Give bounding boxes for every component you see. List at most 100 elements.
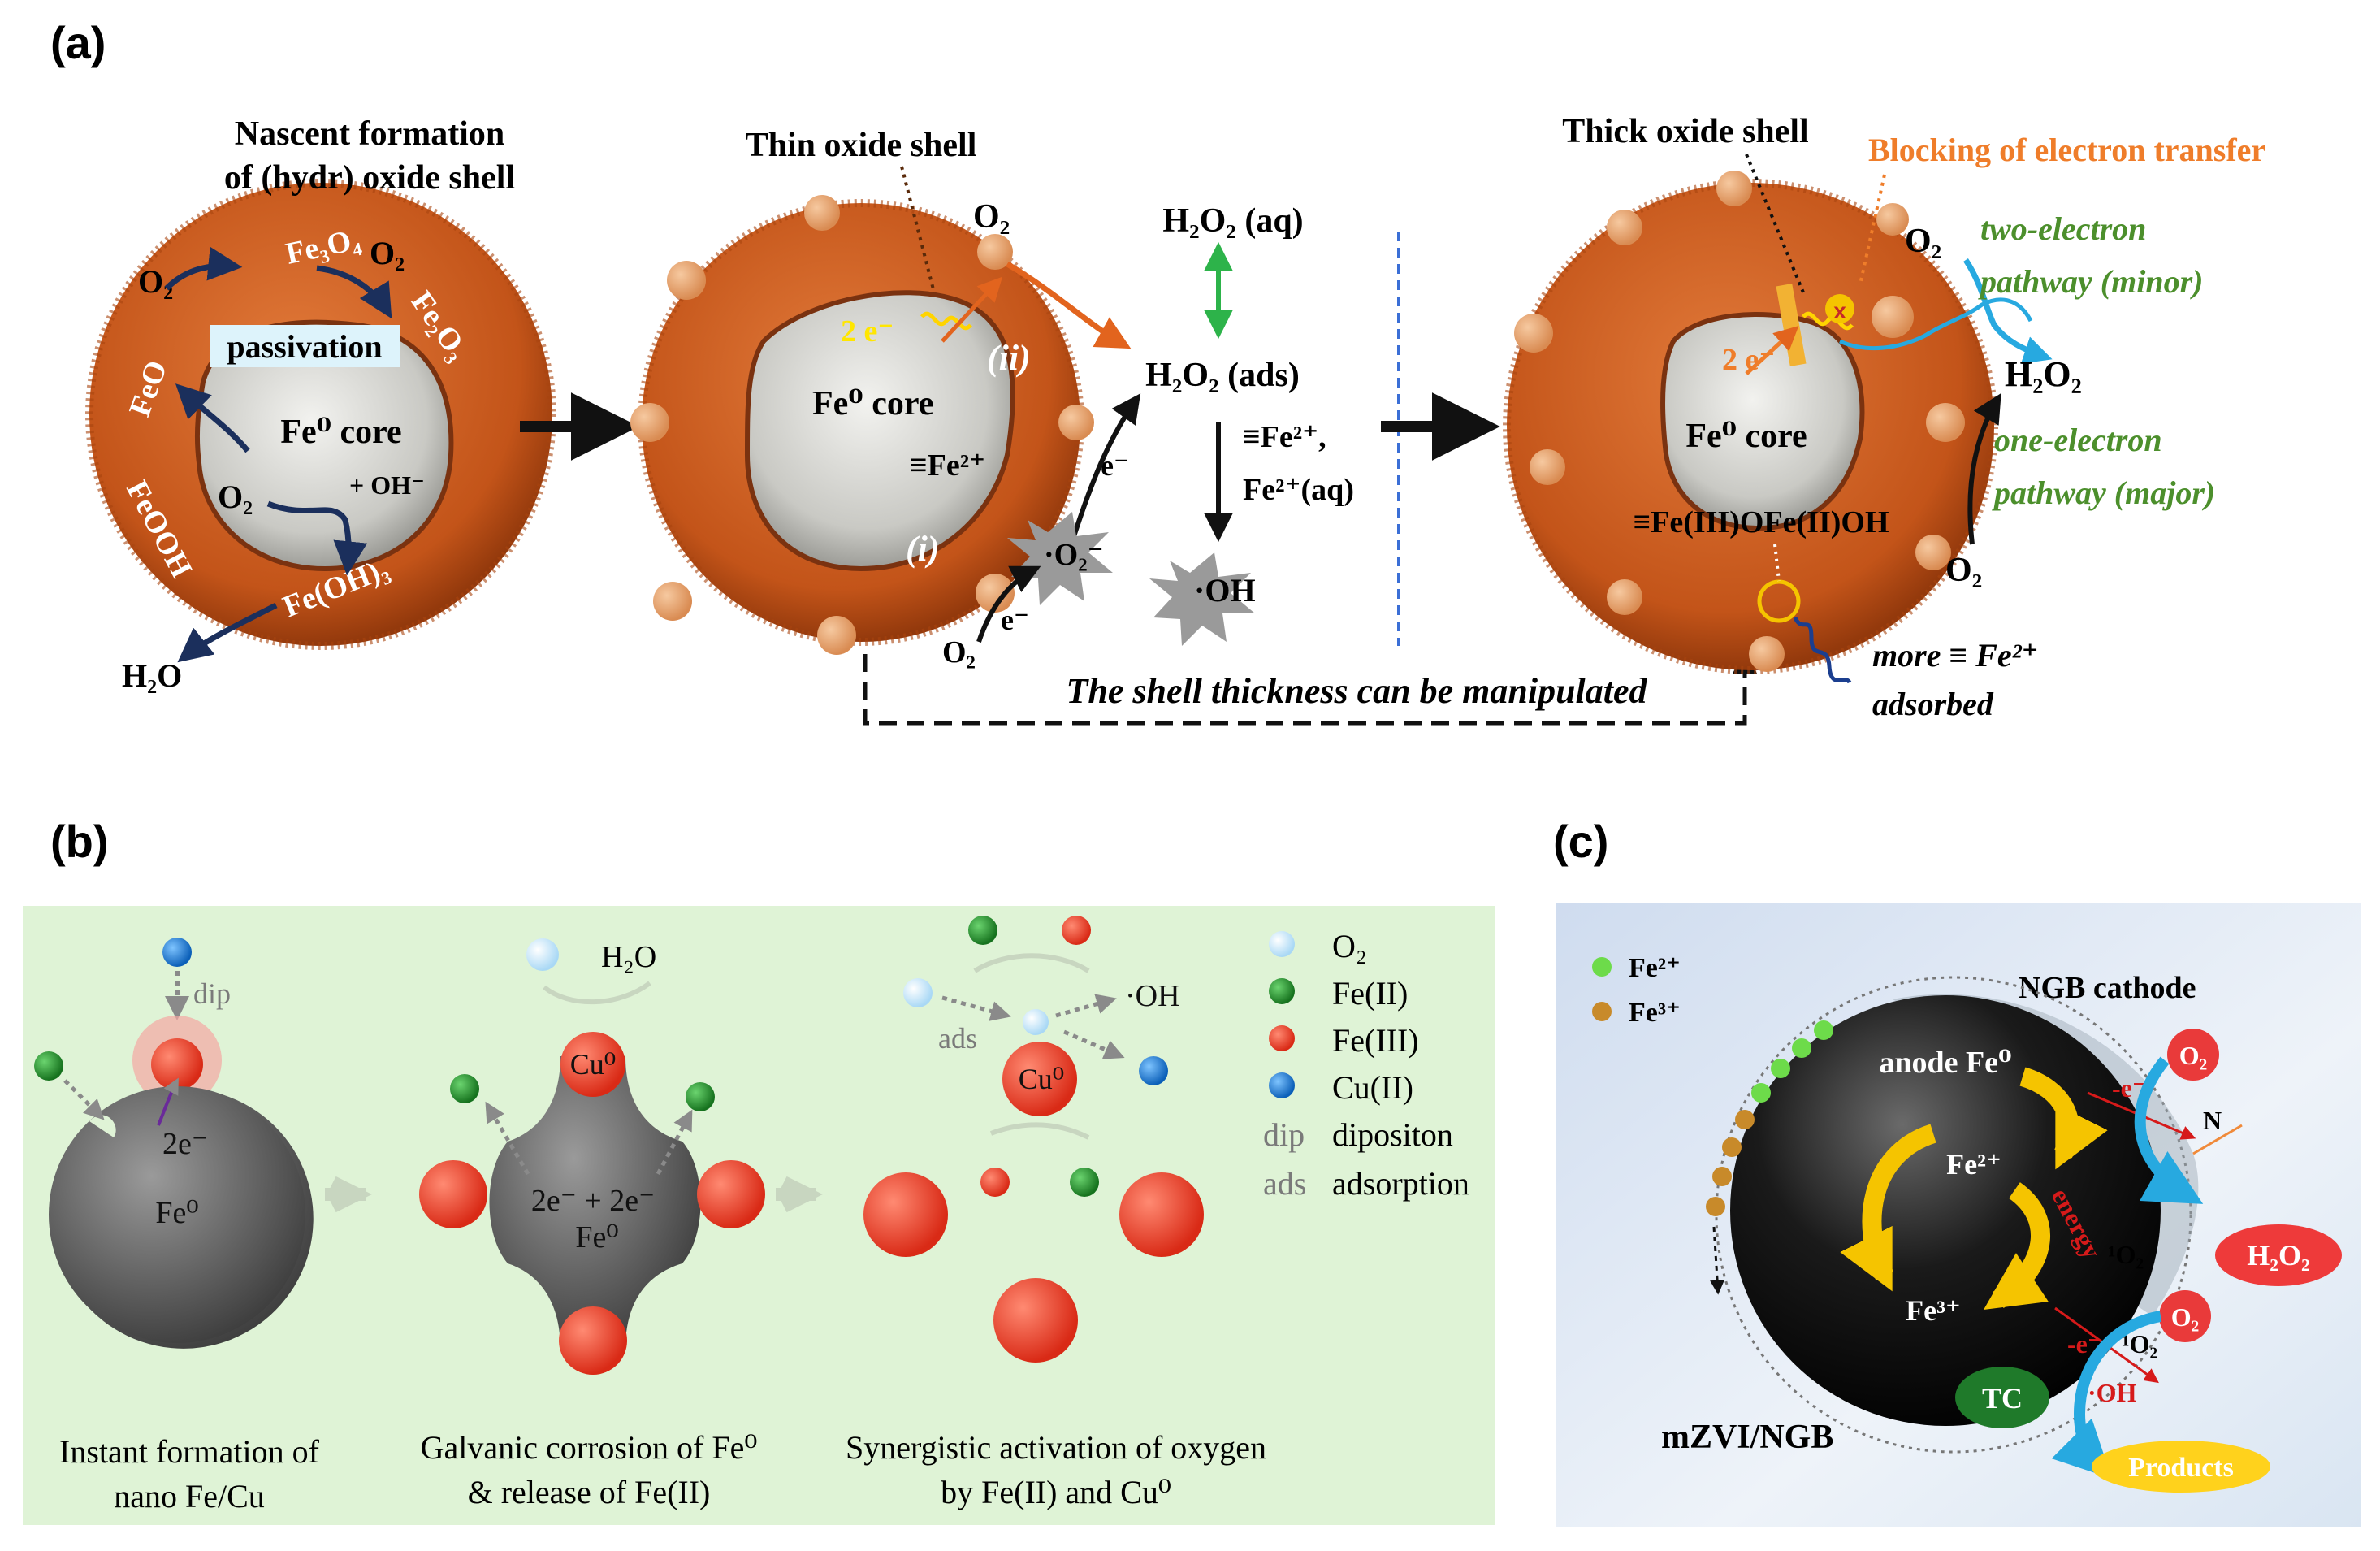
legend-fe3-swatch <box>1269 1025 1295 1051</box>
ngb-outline <box>1715 976 2192 1454</box>
step3-cu-particle <box>1002 1042 1077 1116</box>
step3-fe3-bottom <box>980 1168 1010 1197</box>
superoxide-label: ·O₂⁻ <box>1044 538 1104 572</box>
legend-o2-swatch <box>1269 931 1295 957</box>
ngb-cathode-label: NGB cathode <box>2019 971 2196 1005</box>
n-pointer <box>2192 1124 2243 1155</box>
shell-thickness-caption: The shell thickness can be manipulated <box>1066 671 1647 711</box>
arrow-to-products <box>2051 1311 2162 1479</box>
o2-ball-bottom <box>2159 1290 2211 1342</box>
legend-fe2-dot <box>1592 957 1612 977</box>
o2-inner-label: O₂ <box>218 479 253 515</box>
step3-o2-left <box>903 978 933 1007</box>
arrow-o2-superoxide <box>976 565 1041 643</box>
step1-electron-arrow <box>157 1077 179 1126</box>
step3-o2-adsorbed <box>1023 1009 1049 1035</box>
step1-release-arrow <box>63 1079 105 1120</box>
step3-cu-right <box>1119 1172 1204 1257</box>
fe2-surface-label: ≡Fe²⁺ <box>910 448 985 483</box>
tc-ball <box>1955 1367 2049 1428</box>
mzvi-ngb-label: mZVI/NGB <box>1661 1419 1833 1456</box>
h2o-label: H₂O <box>122 657 182 694</box>
fe0-core-1: Fe⁰ core <box>280 414 401 451</box>
thick-shell-title: Thick oxide shell <box>1562 113 1808 150</box>
step2-o2-dot <box>526 938 559 971</box>
singlet-o2-label: ¹O₂ <box>2108 1240 2144 1269</box>
fe2-aq-label: Fe²⁺(aq) <box>1243 473 1354 507</box>
thick-shell-pointer <box>1745 154 1805 293</box>
legend-fe3-dot <box>1592 1002 1612 1021</box>
fe2-ads-label: ≡Fe²⁺, <box>1243 420 1326 454</box>
thin-shell-pointer <box>900 166 936 293</box>
step3-cu2-dot <box>1139 1056 1168 1085</box>
dashed-feedback-arrow <box>863 649 1757 726</box>
h2o2-aq-label: H₂O₂ (aq) <box>1162 202 1303 240</box>
fe2-dot-3 <box>1771 1059 1790 1078</box>
fe3-dot-1 <box>1735 1110 1755 1129</box>
fe2-dot-4 <box>1751 1083 1771 1103</box>
step1-cu2-dot <box>162 938 192 967</box>
arrow-o2-h2o2-two-e <box>1006 261 1132 349</box>
step3-fe3-top <box>1062 916 1091 945</box>
one-electron-2: pathway (major) <box>1992 474 2215 511</box>
panel-label-c: (c) <box>1553 816 1608 867</box>
arrow-o2-feo <box>164 246 243 291</box>
h2o2-ads-label: H₂O₂ (ads) <box>1145 357 1300 394</box>
step2-cu0-label: Cu⁰ <box>570 1048 616 1081</box>
step2-fe2-right <box>686 1082 715 1111</box>
blocking-pointer <box>1859 174 1886 285</box>
step2-h2o-label: H₂O <box>601 940 656 974</box>
passivation-label: passivation <box>227 328 382 365</box>
legend-ads-key: ads <box>1263 1165 1306 1202</box>
caption-step2-2: & release of Fe(II) <box>468 1474 711 1510</box>
blocking-label: Blocking of electron transfer <box>1868 132 2265 168</box>
step2-cross-particle <box>489 1056 701 1349</box>
caption-step1-2: nano Fe/Cu <box>114 1478 265 1514</box>
arrow-fe2-fe3-right <box>1984 1182 2050 1310</box>
legend-fe3-label-c: Fe³⁺ <box>1629 998 1681 1028</box>
step2-release-left <box>485 1101 530 1176</box>
anode-fe0-label: anode Fe⁰ <box>1879 1046 2011 1080</box>
caption-step1-1: Instant formation of <box>59 1433 320 1470</box>
passivation-box <box>210 325 400 367</box>
electron-path-thick <box>1802 311 1854 331</box>
arrow-thick-electron <box>1745 325 1799 375</box>
step3-oh-arrow <box>1055 994 1117 1018</box>
legend-o2-label: O₂ <box>1332 928 1367 964</box>
fe3-dot-4 <box>1706 1197 1725 1216</box>
step1-2e-label: 2e⁻ <box>162 1127 208 1161</box>
e-minus-bottom: e⁻ <box>1001 604 1029 636</box>
step1-fe-sphere <box>49 1086 305 1343</box>
arrow-to-h2o <box>177 602 278 663</box>
legend-fe2-swatch <box>1269 978 1295 1004</box>
two-electron-1: two-electron <box>1980 210 2146 247</box>
step3-oh-label: ·OH <box>1125 979 1180 1013</box>
o2-ball-top-label: O₂ <box>2179 1041 2207 1070</box>
electron-path-thin <box>920 311 972 331</box>
products-label: Products <box>2128 1453 2234 1483</box>
nascent-title-1: Nascent formation <box>235 115 504 153</box>
step1-notch <box>89 1115 116 1137</box>
o2-left-label: O₂ <box>138 263 173 300</box>
step3-cu2-arrow <box>1063 1029 1125 1059</box>
h2o2-ball <box>2215 1224 2342 1286</box>
o2-stage2-bottom: O₂ <box>942 635 976 669</box>
particle-thin-shell <box>630 195 1094 655</box>
step3-fe2-top <box>968 916 997 945</box>
arrow-o2-h2o2 <box>2134 1056 2204 1204</box>
step3-cu-bottom <box>993 1278 1078 1363</box>
o2-top-label: O₂ <box>370 235 405 271</box>
step2-cu-right <box>697 1160 765 1228</box>
arrow-two-electron <box>1963 258 2053 364</box>
step2-cu-left <box>419 1160 487 1228</box>
arrow-one-electron <box>1967 392 2001 545</box>
dots-arrow <box>1710 1226 1725 1295</box>
caption-step3-2: by Fe(II) and Cu⁰ <box>941 1474 1171 1510</box>
panel-c: Fe²⁺ Fe³⁺ NGB cathode anode Fe⁰ Fe²⁺ Fe³… <box>1556 903 2361 1527</box>
superoxide-burst <box>1007 512 1113 605</box>
fe3-inner-label: Fe³⁺ <box>1906 1294 1961 1327</box>
oh-minus-label: + OH⁻ <box>349 470 425 500</box>
step2-to-step3-arrow <box>776 1176 823 1213</box>
